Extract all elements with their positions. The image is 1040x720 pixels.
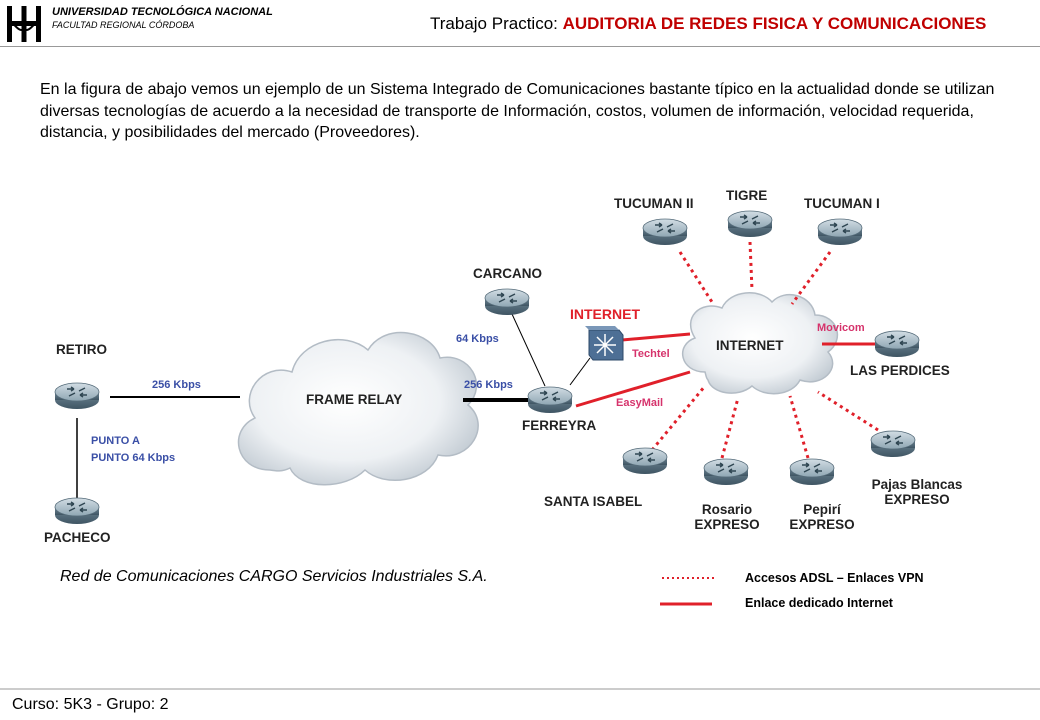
node-label-pepiri-line2: EXPRESO bbox=[789, 517, 855, 532]
legend-dotted-label: Accesos ADSL – Enlaces VPN bbox=[745, 571, 924, 585]
diagram-caption: Red de Comunicaciones CARGO Servicios In… bbox=[60, 568, 488, 585]
node-label-internet-gateway: INTERNET bbox=[570, 306, 640, 322]
link-carcano-ferreyra bbox=[511, 313, 546, 387]
node-label-las-perdices: LAS PERDICES bbox=[850, 363, 950, 378]
node-label-pacheco: PACHECO bbox=[44, 530, 111, 545]
frame-relay-cloud bbox=[237, 331, 479, 486]
header-divider bbox=[0, 46, 1040, 47]
footer-course-group: Curso: 5K3 - Grupo: 2 bbox=[12, 696, 169, 713]
node-label-tucuman-ii: TUCUMAN II bbox=[614, 196, 694, 211]
node-label-pajas-line1: Pajas Blancas bbox=[871, 477, 963, 492]
link-santa-isabel bbox=[650, 385, 707, 451]
internet-gateway-icon bbox=[585, 326, 624, 361]
node-label-retiro: RETIRO bbox=[56, 342, 108, 357]
node-label-pajas-line2: EXPRESO bbox=[884, 492, 950, 507]
node-label-pepiri-line1: Pepirí bbox=[803, 502, 841, 517]
legend-solid-label: Enlace dedicado Internet bbox=[745, 596, 893, 610]
speed-label-retiro: 256 Kbps bbox=[152, 379, 201, 391]
speed-label-carcano: 64 Kbps bbox=[456, 333, 499, 345]
node-label-tucuman-i: TUCUMAN I bbox=[804, 196, 880, 211]
node-label-rosario-line2: EXPRESO bbox=[694, 517, 760, 532]
speed-label-ferreyra: 256 Kbps bbox=[464, 379, 513, 391]
link-pepiri bbox=[788, 395, 810, 459]
provider-label-techtel: Techtel bbox=[632, 348, 670, 360]
node-label-tigre: TIGRE bbox=[726, 188, 768, 203]
router-tucuman-i bbox=[817, 218, 863, 246]
provider-label-movicom: Movicom bbox=[817, 322, 865, 334]
link-ferreyra-internet bbox=[575, 370, 691, 408]
intro-paragraph: En la figura de abajo vemos un ejemplo d… bbox=[40, 81, 995, 141]
router-pacheco bbox=[54, 497, 100, 525]
router-pepiri bbox=[789, 458, 835, 486]
link-gateway-internet bbox=[621, 332, 691, 342]
page-title: Trabajo Practico: AUDITORIA DE REDES FIS… bbox=[430, 14, 986, 34]
router-ferreyra bbox=[527, 386, 573, 414]
link-tucuman-ii bbox=[678, 251, 714, 303]
router-las-perdices bbox=[874, 330, 920, 358]
utn-logo bbox=[4, 4, 44, 44]
router-pajas-blancas bbox=[870, 430, 916, 458]
university-name: UNIVERSIDAD TECNOLÓGICA NACIONAL bbox=[52, 6, 273, 18]
provider-label-easymail: EasyMail bbox=[616, 397, 664, 409]
router-retiro bbox=[54, 382, 100, 410]
node-label-carcano: CARCANO bbox=[473, 266, 542, 281]
frame-relay-label: FRAME RELAY bbox=[306, 392, 403, 407]
title-prefix: Trabajo Practico: bbox=[430, 14, 563, 33]
punto-a-label: PUNTO A bbox=[91, 435, 140, 447]
router-rosario bbox=[703, 458, 749, 486]
punto-64-label: PUNTO 64 Kbps bbox=[91, 452, 176, 464]
faculty-name: FACULTAD REGIONAL CÓRDOBA bbox=[52, 20, 195, 30]
router-santa-isabel bbox=[622, 447, 668, 475]
internet-cloud-label: INTERNET bbox=[716, 338, 784, 353]
title-main: AUDITORIA DE REDES FISICA Y COMUNICACION… bbox=[562, 14, 987, 33]
link-tigre bbox=[748, 241, 754, 291]
node-label-santa-isabel: SANTA ISABEL bbox=[544, 494, 643, 509]
link-ferreyra-gateway bbox=[569, 357, 591, 386]
node-label-ferreyra: FERREYRA bbox=[522, 418, 597, 433]
router-tucuman-ii bbox=[642, 218, 688, 246]
router-tigre bbox=[727, 210, 773, 238]
router-carcano bbox=[484, 288, 530, 316]
internet-cloud bbox=[681, 292, 839, 395]
link-rosario bbox=[720, 397, 740, 459]
node-label-rosario-line1: Rosario bbox=[701, 502, 753, 517]
link-pajas-blancas bbox=[817, 390, 879, 432]
